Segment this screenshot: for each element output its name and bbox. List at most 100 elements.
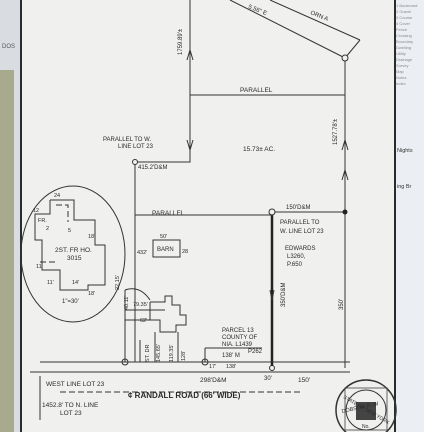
left-background-document: DOS: [0, 0, 20, 432]
house-label: 2ST. FR HO.: [55, 247, 92, 254]
parallel-to-w-line-d: W. LINE LOT 23: [280, 229, 324, 235]
leader-line: [124, 288, 151, 301]
dim-432: 432': [137, 250, 147, 256]
survey-plat-sheet: [20, 0, 396, 432]
parcel-dim: 138' M: [222, 353, 240, 359]
right-doc-line: Notes: [396, 76, 407, 80]
seal-box: [344, 387, 388, 431]
dim-350: 350': [339, 299, 345, 310]
shed-footprint: [149, 295, 187, 333]
dim-138: 138': [226, 364, 236, 370]
dim-350dm: 350'D&M: [281, 283, 287, 308]
house-inner-line: [56, 204, 69, 222]
survey-monument: [269, 365, 275, 371]
arrow-icon: [341, 168, 349, 181]
edwards-label: EDWARDS: [285, 246, 315, 252]
house-dim: 24: [54, 193, 60, 199]
edwards-page: P.650: [287, 262, 303, 268]
right-doc-line: Crossing: [396, 34, 412, 38]
house-number: 3015: [67, 255, 82, 262]
survey-monument: [342, 209, 348, 215]
acreage: 15.73± AC.: [243, 146, 275, 153]
house-dim: 14': [72, 280, 79, 286]
house-dim: 18': [88, 291, 95, 297]
left-document-edge: [0, 70, 14, 432]
diagonal-road-line: [269, 0, 361, 41]
parallel-label-mid: PARALLEL: [152, 210, 185, 217]
arrow-icon: [269, 289, 275, 301]
right-doc-line: 4 Cover: [396, 22, 411, 26]
arrow-icon: [186, 48, 194, 61]
arrow-icon: [186, 139, 194, 152]
scale-label: 1"=30': [62, 299, 79, 305]
barn-dim: 28: [182, 249, 188, 255]
st-dr: ST. DR: [145, 345, 151, 362]
barn-dim: 50': [160, 234, 167, 240]
house-dim: FR.: [38, 218, 47, 224]
west-line-label: WEST LINE LOT 23: [46, 381, 105, 388]
dim-11935: 119.35': [169, 345, 175, 362]
parallel-to-w-line-a: PARALLEL TO W.: [103, 137, 151, 143]
barn-footprint: [152, 239, 181, 258]
road-label: ¢ RANDALL ROAD (66' WIDE): [128, 391, 241, 400]
barn-label: BARN: [157, 247, 174, 253]
dim-30: 30': [264, 376, 272, 382]
dim-415: 415.2'D&M: [138, 165, 168, 171]
corner-tick: [344, 39, 361, 59]
parallel-label-top: PARALLEL: [240, 87, 273, 94]
right-doc-line: Map: [396, 70, 404, 74]
parcel-label: PARCEL 13: [222, 328, 254, 334]
house-dim: 5: [68, 228, 71, 234]
dim-2215: 22.15': [115, 275, 121, 290]
right-doc-line: 3 Course: [396, 16, 413, 20]
dim-1452-b: LOT 23: [60, 410, 82, 417]
parcel-county: COUNTY OF: [222, 335, 258, 341]
dim-top-diag: 5.56" E: [247, 4, 267, 17]
dim-62: 62': [140, 318, 147, 324]
house-outline-circle: [20, 185, 126, 323]
right-doc-line: Drainage: [396, 58, 413, 62]
right-doc-line: Survey: [396, 64, 409, 68]
parcel-liber: NIA. L1439: [222, 342, 253, 348]
house-dim: 11': [47, 280, 54, 286]
right-document-heading: Nights: [397, 148, 413, 154]
dim-150-top: 150'D&M: [286, 205, 311, 211]
right-doc-line: Boundary: [396, 40, 414, 44]
survey-monument: [341, 54, 349, 62]
dim-top-vertical: 1759.89'±: [178, 28, 184, 55]
dim-17: 17': [209, 364, 216, 370]
right-doc-line: Fence: [396, 28, 408, 32]
house-dim: 18': [88, 234, 95, 240]
survey-monument: [268, 208, 276, 216]
right-doc-line: 2 Gravel: [396, 10, 412, 14]
survey-monument: [132, 159, 138, 165]
house-dim: 12: [33, 208, 39, 214]
dim-1452-a: 1452.8' TO N. LINE: [42, 402, 99, 409]
dim-top-diag-b: ORN A: [309, 10, 329, 23]
arrow-icon: [341, 138, 349, 151]
diagonal-boundary-line: [229, 0, 346, 59]
dim-7935: 79.35': [133, 302, 148, 308]
dim-150-bottom: 150': [298, 377, 310, 384]
right-doc-line: 1 Boulevard: [396, 4, 418, 8]
dim-right-upper: 1527.78'±: [333, 118, 339, 145]
right-document-heading: ing Br: [397, 184, 412, 190]
surveyor-seal: [335, 379, 397, 432]
dim-4011: 40.11': [124, 296, 130, 310]
surveyor-seal-stamp: [356, 402, 376, 420]
dim-128: 128': [181, 351, 187, 361]
right-doc-line: Utility: [396, 52, 406, 56]
dim-14565: 145.65': [156, 344, 162, 362]
house-dim: 2: [46, 226, 49, 232]
parallel-to-w-line-b: LINE LOT 23: [118, 144, 154, 150]
parcel-page: P262: [248, 349, 263, 355]
right-doc-line: Index: [396, 82, 406, 86]
edwards-liber: L3260,: [287, 254, 306, 260]
house-dim: 11: [36, 264, 42, 270]
west-boundary-line: [134, 0, 191, 362]
right-doc-line: Dwelling: [396, 46, 412, 50]
left-document-text: DOS: [2, 44, 16, 50]
seal-number: No.: [362, 424, 370, 430]
dim-298: 298'D&M: [200, 377, 227, 384]
